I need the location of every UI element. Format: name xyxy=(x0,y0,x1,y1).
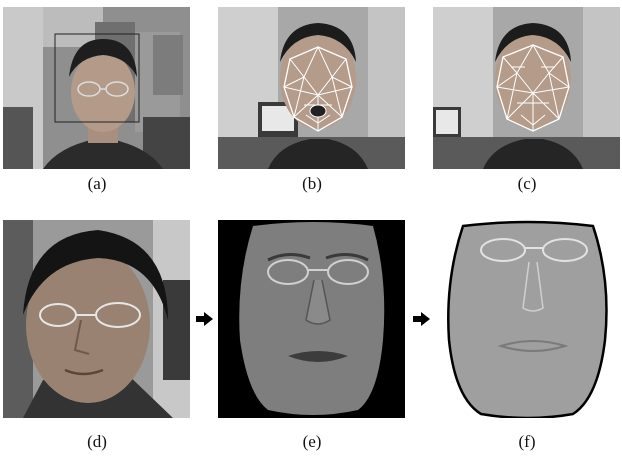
arrow-d-to-e-icon xyxy=(196,312,213,326)
caption-d: (d) xyxy=(87,432,107,451)
panel-b-image xyxy=(218,7,405,169)
arrow-e-to-f-icon xyxy=(413,312,430,326)
panel-a-image xyxy=(3,7,190,169)
panel-e-image xyxy=(218,220,405,418)
caption-e: (e) xyxy=(302,432,322,451)
caption-f: (f) xyxy=(518,432,536,451)
panel-c-image xyxy=(433,7,620,169)
panel-f-image xyxy=(433,220,620,418)
caption-b: (b) xyxy=(302,174,322,193)
caption-a: (a) xyxy=(87,174,107,193)
panel-d-image xyxy=(3,220,190,418)
caption-c: (c) xyxy=(517,174,537,193)
